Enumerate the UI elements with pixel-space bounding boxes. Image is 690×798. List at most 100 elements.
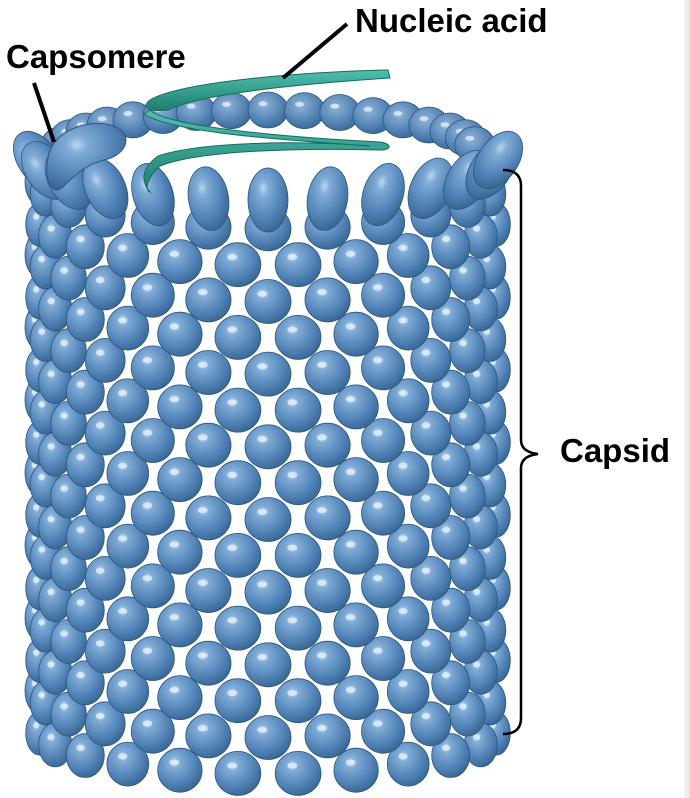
capsomere: [334, 676, 378, 720]
capsomere-highlight: [60, 631, 68, 637]
capsomere: [186, 569, 231, 613]
capsomere-highlight: [287, 399, 297, 405]
capsomere-highlight: [76, 309, 84, 315]
capsomere: [186, 641, 231, 685]
capsomere: [275, 751, 321, 795]
capsomere: [305, 641, 350, 685]
capsomere-highlight: [459, 558, 467, 564]
capsomere: [158, 748, 202, 792]
capsomere-highlight: [118, 681, 127, 687]
capsomere-highlight: [459, 703, 467, 709]
capsomere-highlight: [373, 575, 383, 581]
capsomere: [305, 423, 350, 467]
capsomere: [245, 425, 291, 469]
capsomere-highlight: [346, 396, 356, 402]
capsomere-highlight: [259, 101, 268, 106]
capsomere-highlight: [38, 474, 45, 480]
capsomere-highlight: [287, 690, 297, 696]
capsomere-highlight: [473, 371, 480, 377]
capsomere-highlight: [317, 507, 327, 513]
capsomere: [245, 280, 291, 324]
capsomere: [334, 603, 378, 647]
capsomere-highlight: [422, 495, 431, 501]
capsomere-highlight: [346, 614, 356, 620]
capsomere-highlight: [422, 713, 431, 719]
capsomere-highlight: [420, 116, 429, 121]
capsomere-highlight: [442, 309, 450, 315]
capsomere-highlight: [124, 111, 133, 116]
capsomere-highlight: [96, 495, 105, 501]
capsomere: [334, 312, 378, 356]
nucleic-acid-label: Nucleic acid: [355, 4, 548, 37]
capsomere: [334, 748, 378, 792]
capsomere-highlight: [76, 381, 84, 387]
capsomere: [275, 679, 321, 723]
capsomere-highlight: [442, 745, 450, 751]
capsomere-highlight: [317, 725, 327, 731]
capsomere: [215, 388, 261, 432]
capsomere-highlight: [441, 122, 450, 127]
capsomere-highlight: [287, 763, 297, 769]
capsomere-highlight: [398, 390, 407, 396]
capsomere-highlight: [118, 317, 127, 323]
capsomere-highlight: [143, 357, 153, 363]
capsomere-highlight: [143, 502, 153, 508]
capsomere-highlight: [227, 254, 237, 260]
capsomere: [215, 751, 261, 795]
capsomere-highlight: [317, 362, 327, 368]
capsomere-highlight: [33, 432, 39, 438]
capsomere-highlight: [398, 608, 407, 614]
capsomere: [334, 385, 378, 429]
capsomere-highlight: [287, 545, 297, 551]
capsomere-highlight: [60, 267, 68, 273]
capsomere-highlight: [96, 277, 105, 283]
capsomere: [334, 530, 378, 574]
capsomere-highlight: [227, 617, 237, 623]
capsomere-highlight: [373, 357, 383, 363]
capsomere-highlight: [118, 535, 127, 541]
capsomere-highlight: [373, 720, 383, 726]
capsomere-highlight: [47, 661, 54, 667]
capsomere-highlight: [118, 753, 127, 759]
capsomere-highlight: [47, 516, 54, 522]
capsomere: [186, 278, 231, 322]
capsomere-highlight: [198, 580, 208, 586]
capsomere-highlight: [346, 687, 356, 693]
capsomere-highlight: [317, 580, 327, 586]
capsomere: [275, 388, 321, 432]
capsomere-highlight: [346, 541, 356, 547]
capsomere-highlight: [38, 547, 45, 553]
capsomere-highlight: [442, 454, 450, 460]
capsomere-highlight: [227, 327, 237, 333]
capsomere-highlight: [76, 236, 84, 242]
capsid-label: Capsid: [560, 434, 670, 467]
capsomere: [215, 315, 261, 359]
capsomere-highlight: [346, 469, 356, 475]
capsomere-highlight: [33, 214, 39, 220]
capsomere-highlight: [96, 422, 105, 428]
capsomere-highlight: [459, 485, 467, 491]
capsomere-highlight: [47, 589, 54, 595]
capsomere-highlight: [187, 104, 196, 109]
capsomere-highlight: [227, 472, 237, 478]
capsomere-highlight: [47, 443, 54, 449]
capsomere-highlight: [198, 652, 208, 658]
capsomere-highlight: [422, 422, 431, 428]
capsomere-highlight: [33, 650, 39, 656]
capsomere-highlight: [118, 245, 127, 251]
capsomere-highlight: [60, 413, 68, 419]
capsomere-highlight: [33, 722, 39, 728]
capsomere-highlight: [459, 413, 467, 419]
capsomere-highlight: [227, 763, 237, 769]
capsomere-highlight: [38, 692, 45, 698]
capsomere-highlight: [317, 652, 327, 658]
capsomere-highlight: [96, 350, 105, 356]
capsomere-back: [285, 93, 325, 129]
capsomere-highlight: [346, 759, 356, 765]
capsomere-highlight: [47, 225, 54, 231]
capsomere-highlight: [38, 401, 45, 407]
capsomere: [215, 606, 261, 650]
capsomere: [275, 315, 321, 359]
capsomere-highlight: [227, 545, 237, 551]
capsomere: [215, 679, 261, 723]
